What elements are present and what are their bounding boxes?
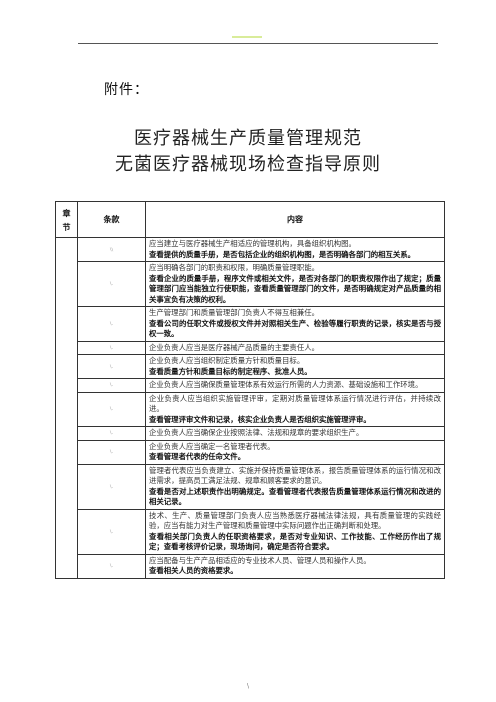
clause-content: 企业负责人应当组织制定质量方针和质量目标。查看质量方针和质量目标的制定程序、批准… — [145, 354, 445, 379]
requirement-text: 企业负责人应当确保质量管理体系有效运行所需的人力资源、基础设施和工作环境。 — [149, 380, 423, 389]
clause-number: \. — [77, 354, 146, 379]
clause-content: 管理者代表应当负责建立、实施并保持质量管理体系，报告质量管理体系的运行情况和改进… — [145, 463, 445, 510]
clause-content: 企业负责人应当组织实施管理评审，定期对质量管理体系运行情况进行评估，并持续改进。… — [145, 391, 445, 427]
requirement-text: 企业负责人应当组织制定质量方针和质量目标。 — [149, 356, 305, 365]
clause-content: 企业负责人应当确保企业按照法律、法规和规章的要求组织生产。 — [145, 426, 445, 441]
requirement-text: 应当配备与生产产品相适应的专业技术人员、管理人员和操作人员。 — [149, 555, 371, 565]
check-method-text: 查看是否对上述职责作出明确规定。查看管理者代表报告质量管理体系运行情况和改进的相… — [149, 486, 441, 507]
page-number: \ — [246, 683, 250, 690]
clause-content: 企业负责人应当是医疗器械产品质量的主要责任人。 — [145, 340, 445, 355]
requirement-text: 企业负责人应当是医疗器械产品质量的主要责任人。 — [149, 342, 319, 352]
header-clause: 条款 — [77, 201, 146, 238]
clause-number: \. — [77, 508, 146, 555]
table-row: \.企业负责人应当组织实施管理评审，定期对质量管理体系运行情况进行评估，并持续改… — [56, 391, 445, 427]
clause-number: \. — [77, 378, 146, 393]
table-row: \.企业负责人应当是医疗器械产品质量的主要责任人。 — [56, 340, 445, 355]
header-mark — [232, 36, 262, 38]
document-title: 医疗器械生产质量管理规范 — [134, 128, 362, 149]
header-chapter: 章节 — [55, 201, 78, 238]
table-row: \.技术、生产、质量管理部门负责人应当熟悉医疗器械法律法规，具有质量管理的实践经… — [56, 508, 445, 555]
check-method-text: 查看公司的任职文件或授权文件并对照相关生产、检验等履行职责的记录，核实是否与授权… — [149, 318, 441, 339]
requirement-text: 技术、生产、质量管理部门负责人应当熟悉医疗器械法律法规，具有质量管理的实践经验，… — [149, 510, 441, 531]
clause-content: 技术、生产、质量管理部门负责人应当熟悉医疗器械法律法规，具有质量管理的实践经验，… — [145, 508, 445, 555]
clause-content: 应当建立与医疗器械生产相适应的管理机构，具备组织机构图。查看提供的质量手册，是否… — [145, 237, 445, 262]
requirement-text: 企业负责人应当确定一名管理者代表。 — [149, 441, 275, 451]
clause-number: \. — [77, 553, 146, 579]
check-method-text: 查看企业的质量手册，程序文件或相关文件，是否对各部门的职责权限作出了规定；质量管… — [149, 273, 441, 304]
requirement-text: 企业负责人应当组织实施管理评审，定期对质量管理体系运行情况进行评估，并持续改进。 — [149, 393, 441, 414]
clause-number: \. — [77, 463, 146, 510]
check-method-text: 查看提供的质量手册，是否包括企业的组织机构图，是否明确各部门的相互关系。 — [149, 249, 416, 259]
clause-content: 企业负责人应当确保质量管理体系有效运行所需的人力资源、基础设施和工作环境。 — [145, 378, 445, 393]
requirement-text: 企业负责人应当确保企业按照法律、法规和规章的要求组织生产。 — [149, 428, 364, 437]
clause-number: \. — [77, 306, 146, 342]
table-body: \\应当建立与医疗器械生产相适应的管理机构，具备组织机构图。查看提供的质量手册，… — [55, 237, 445, 579]
header-chapter-label: 章节 — [62, 207, 71, 232]
table-row: \.企业负责人应当确保企业按照法律、法规和规章的要求组织生产。 — [56, 426, 445, 441]
check-method-text: 查看管理评审文件和记录，核实企业负责人是否组织实施管理评审。 — [149, 414, 371, 424]
header-content: 内容 — [145, 201, 445, 238]
check-method-text: 查看质量方针和质量目标的制定程序、批准人员。 — [149, 366, 312, 376]
clause-number: \. — [77, 426, 146, 441]
table-row: \.企业负责人应当确定一名管理者代表。查看管理者代表的任命文件。 — [56, 439, 445, 465]
clause-number: \. — [77, 391, 146, 427]
inspection-table: 章节 条款 内容 \\应当建立与医疗器械生产相适应的管理机构，具备组织机构图。查… — [55, 201, 445, 579]
requirement-text: 应当建立与医疗器械生产相适应的管理机构，具备组织机构图。 — [149, 239, 356, 248]
clause-number: \. — [77, 340, 146, 355]
requirement-text: 管理者代表应当负责建立、实施并保持质量管理体系，报告质量管理体系的运行情况和改进… — [149, 465, 441, 486]
clause-number: \\ — [77, 237, 146, 262]
requirement-text: 生产管理部门和质量管理部门负责人不得互相兼任。 — [149, 308, 319, 317]
clause-content: 企业负责人应当确定一名管理者代表。查看管理者代表的任命文件。 — [145, 439, 445, 465]
requirement-text: 应当明确各部门的职责和权限，明确质量管理职能。 — [149, 263, 319, 272]
check-method-text: 查看相关部门负责人的任职资格要求，是否对专业知识、工作技能、工作经历作出了规定；… — [149, 531, 441, 552]
check-method-text: 查看相关人员的资格要求。 — [149, 566, 238, 575]
table-header-row: 章节 条款 内容 — [55, 201, 445, 238]
table-row: \.企业负责人应当确保质量管理体系有效运行所需的人力资源、基础设施和工作环境。 — [56, 378, 445, 393]
table-row: \.企业负责人应当组织制定质量方针和质量目标。查看质量方针和质量目标的制定程序、… — [56, 354, 445, 379]
attachment-label: 附件： — [104, 82, 149, 98]
table-row: \.管理者代表应当负责建立、实施并保持质量管理体系，报告质量管理体系的运行情况和… — [56, 463, 445, 510]
clause-number: \. — [77, 261, 146, 307]
clause-number: \. — [77, 439, 146, 465]
table-row: \.生产管理部门和质量管理部门负责人不得互相兼任。查看公司的任职文件或授权文件并… — [56, 306, 445, 342]
clause-content: 应当配备与生产产品相适应的专业技术人员、管理人员和操作人员。查看相关人员的资格要… — [145, 553, 445, 579]
check-method-text: 查看管理者代表的任命文件。 — [149, 452, 246, 461]
table-row: \.应当配备与生产产品相适应的专业技术人员、管理人员和操作人员。查看相关人员的资… — [56, 553, 445, 579]
chapter-cell — [55, 237, 78, 579]
clause-content: 生产管理部门和质量管理部门负责人不得互相兼任。查看公司的任职文件或授权文件并对照… — [145, 306, 445, 342]
table-row: \\应当建立与医疗器械生产相适应的管理机构，具备组织机构图。查看提供的质量手册，… — [55, 237, 445, 579]
header-rule — [78, 43, 438, 44]
clause-content: 应当明确各部门的职责和权限，明确质量管理职能。查看企业的质量手册，程序文件或相关… — [145, 261, 445, 307]
document-subtitle: 无菌医疗器械现场检查指导原则 — [115, 154, 381, 175]
table-row: \.应当明确各部门的职责和权限，明确质量管理职能。查看企业的质量手册，程序文件或… — [56, 261, 445, 307]
